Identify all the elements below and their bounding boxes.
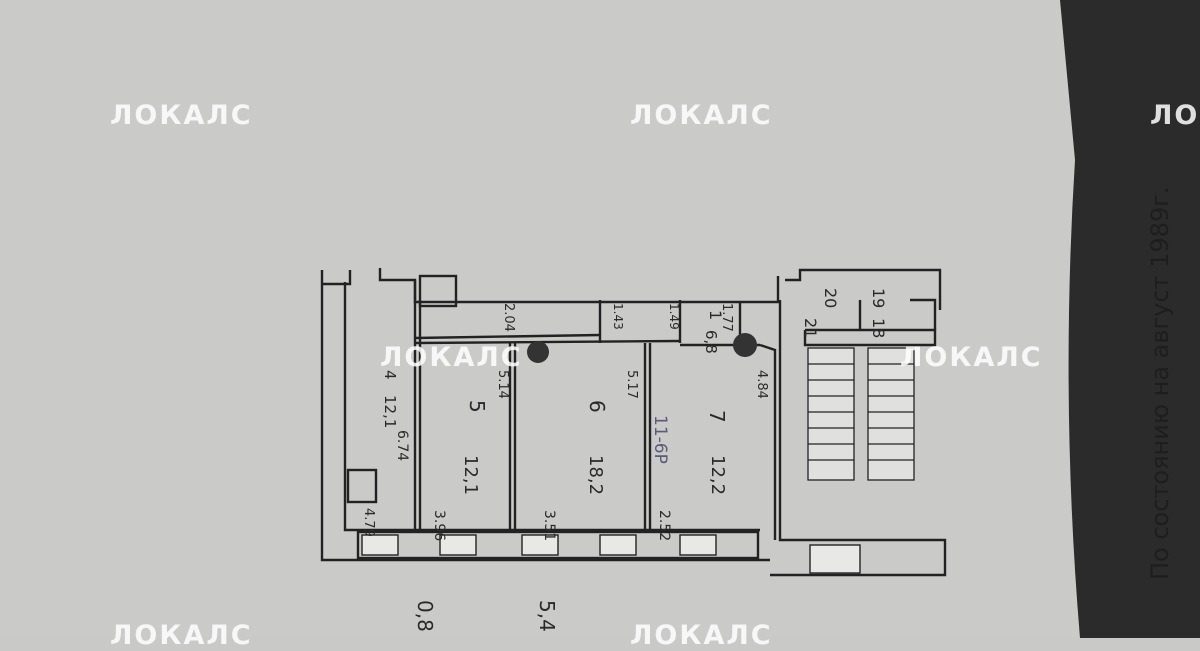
- room-19-number: 19: [869, 288, 888, 308]
- room-20-number: 20: [821, 288, 840, 308]
- shadow-area: [1060, 0, 1200, 638]
- room-21-number: 21: [801, 318, 820, 338]
- bottom-value-b: 5,4: [535, 600, 559, 632]
- watermark-text: ЛОКАЛС: [630, 100, 773, 131]
- watermark-text: ЛОКАЛС: [630, 620, 773, 651]
- room-5-area: 12,1: [460, 455, 481, 495]
- room-6-area: 18,2: [585, 455, 606, 495]
- watermark-text: ЛОКАЛС: [110, 620, 253, 651]
- watermark-text: ЛОКАЛС: [380, 342, 523, 373]
- dim-1-77: 1.77: [719, 303, 734, 332]
- floor-plan-walls: [320, 268, 947, 577]
- room-18-number: 18: [869, 318, 888, 338]
- bottom-value-a: 0,8: [413, 600, 437, 632]
- watermark-text: ЛОКАЛС: [900, 342, 1043, 373]
- dim-3-96: 3.96: [431, 510, 447, 541]
- dim-2-52: 2.52: [656, 510, 672, 541]
- dim-1-49: 1.49: [667, 303, 681, 330]
- stove-symbol: [733, 333, 757, 357]
- handwritten-note: 11-6Р: [650, 415, 670, 464]
- plan-labels: 5 12,1 6 18,2 7 12,2 4 12,1 1 6,8 21 20 …: [361, 187, 1174, 632]
- dim-5-17: 5.17: [624, 370, 639, 399]
- dim-5-14: 5.14: [495, 370, 510, 399]
- room-7-number: 7: [705, 410, 729, 423]
- date-caption: По состоянию на август 1989г.: [1146, 187, 1174, 580]
- room-1-area: 6,8: [702, 330, 720, 354]
- room-6-number: 6: [585, 400, 609, 413]
- room-4-area: 12,1: [381, 395, 399, 428]
- dim-4-84: 4.84: [754, 370, 769, 399]
- stove-symbol: [527, 341, 549, 363]
- dim-1-43: 1.43: [611, 303, 625, 330]
- room-5-number: 5: [465, 400, 489, 413]
- watermark-text: ЛОКАЛС: [1150, 100, 1200, 131]
- room-4-number: 4: [381, 370, 399, 380]
- dim-2-04: 2.04: [501, 303, 516, 332]
- dim-4-79: 4.79: [361, 508, 376, 537]
- room-1-number: 1: [706, 310, 725, 320]
- room-7-area: 12,2: [707, 455, 728, 495]
- stairs: [807, 347, 915, 481]
- dim-6-74: 6.74: [394, 430, 410, 461]
- watermark-text: ЛОКАЛС: [110, 100, 253, 131]
- dim-3-51: 3.51: [541, 510, 557, 541]
- windows: [361, 534, 861, 574]
